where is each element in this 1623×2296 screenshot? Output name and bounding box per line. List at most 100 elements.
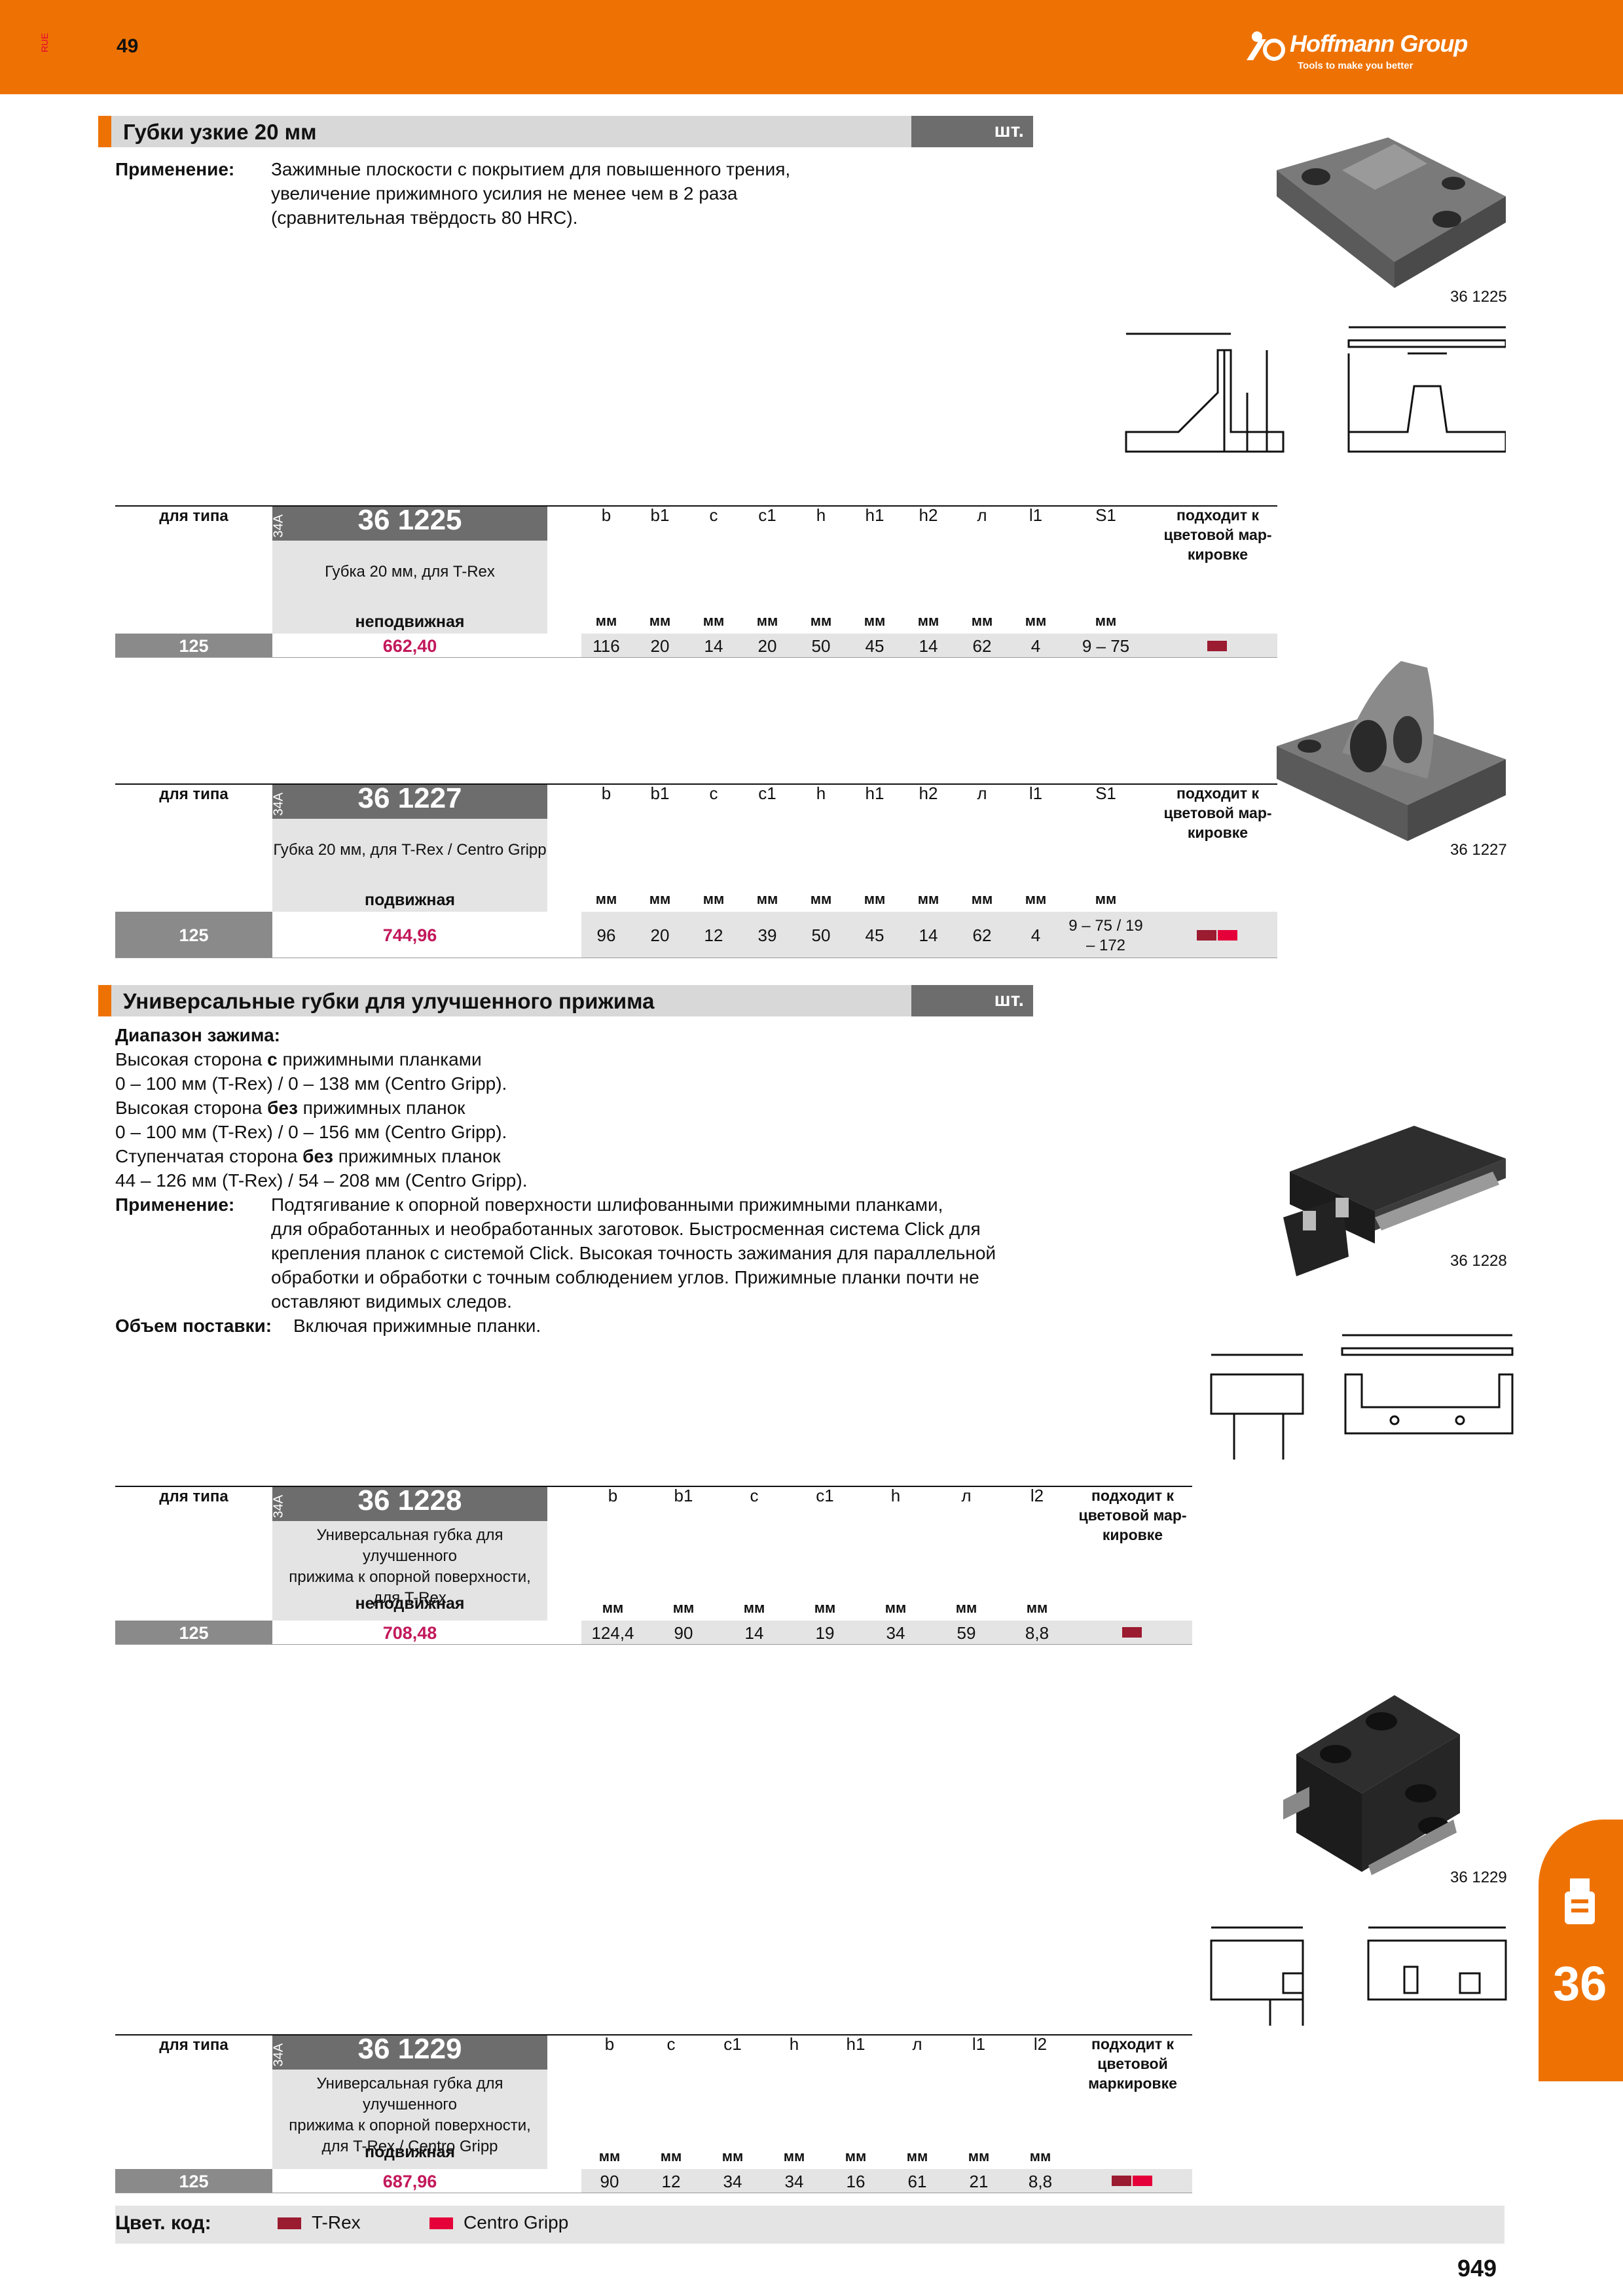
value-cell: 8,8	[1028, 2172, 1053, 2191]
value-cell: 90	[600, 2172, 619, 2191]
article-description: Универсальная губка для улучшенного приж…	[272, 1525, 547, 1609]
color-code-legend-bar	[115, 2206, 1504, 2244]
article-header	[272, 785, 547, 819]
values-row-bg	[581, 1621, 1192, 1644]
image-caption: 36 1228	[1450, 1252, 1507, 1270]
unit-cell: мм	[971, 613, 993, 629]
mobility-label: неподвижная	[355, 613, 465, 631]
pack-qty: 125	[179, 2172, 209, 2191]
value-cell: 96	[596, 925, 616, 945]
unit-cell: мм	[649, 891, 671, 907]
unit-cell: мм	[884, 1600, 907, 1616]
text-line: увеличение прижимного усилия не менее че…	[271, 183, 738, 204]
price: 687,96	[382, 2172, 437, 2191]
legend-swatch-trex	[278, 2217, 301, 2229]
unit-cell: мм	[814, 1600, 836, 1616]
unit-cell: мм	[595, 613, 617, 629]
text-line: 44 – 126 мм (T-Rex) / 54 – 208 мм (Centr…	[115, 1170, 528, 1191]
value-cell: 45	[865, 925, 884, 945]
unit-cell: мм	[955, 1600, 977, 1616]
unit-cell: мм	[598, 2148, 621, 2164]
col-head: л	[977, 505, 987, 525]
col-head: c	[666, 2034, 676, 2054]
col-head: b1	[674, 1486, 693, 1505]
text-line: оставляют видимых следов.	[271, 1291, 512, 1312]
clamping-range-block: Диапазон зажима: Высокая сторона с прижи…	[115, 1023, 527, 1193]
unit-cell: мм	[864, 891, 886, 907]
article-description: Губка 20 мм, для T-Rex / Centro Gripp	[273, 841, 547, 859]
value-cell: 14	[744, 1623, 764, 1643]
text-line: обработки и обработки с точным соблюдени…	[271, 1267, 979, 1287]
col-head: h	[890, 1486, 901, 1505]
page-header	[0, 0, 1623, 94]
value-cell: 45	[865, 636, 884, 656]
qty-bar	[115, 2169, 272, 2193]
value-cell: 16	[846, 2172, 866, 2191]
color-code-head: подходит к цветовой мар- кировке	[1159, 783, 1277, 842]
unit-cell: мм	[783, 2148, 805, 2164]
value-cell: 59	[957, 1623, 976, 1643]
unit-cell: мм	[1025, 891, 1047, 907]
text-line: для T-Rex	[373, 1589, 447, 1607]
header-page-code: 49	[117, 35, 139, 57]
col-head: h	[789, 2034, 799, 2054]
color-code-label: Цвет. код:	[115, 2212, 211, 2234]
color-swatch-trex	[1197, 930, 1216, 941]
text-line: прижима к опорной поверхности,	[289, 2117, 531, 2134]
value-cell: 4	[1030, 925, 1041, 945]
value-cell: 9 – 75	[1082, 636, 1130, 656]
text-line: 0 – 100 мм (T-Rex) / 0 – 156 мм (Centro …	[115, 1122, 507, 1142]
product-image-361229	[1283, 1695, 1460, 1875]
article-description-bg	[272, 541, 547, 634]
values-row-bg	[581, 634, 1277, 657]
section-accent	[98, 116, 111, 147]
qty-bar	[115, 1621, 272, 1644]
col-head: b	[601, 783, 611, 803]
logo-mark-icon	[1247, 31, 1285, 61]
hoffmann-logo: Hoffmann Group Tools to make you better	[1244, 26, 1519, 79]
col-head: b	[601, 505, 611, 525]
color-code-head: подходит к цветовой мар- кировке	[1074, 1486, 1192, 1545]
unit-cell: мм	[1026, 1600, 1048, 1616]
range-label: Диапазон зажима:	[115, 1025, 280, 1045]
technical-drawing-361229	[1210, 1926, 1507, 2026]
unit-label: шт.	[911, 985, 1033, 1016]
article-number: 36 1225	[357, 504, 462, 536]
col-head: c1	[758, 783, 776, 803]
col-head: l1	[972, 2034, 986, 2054]
article-number: 36 1229	[357, 2033, 462, 2065]
value-cell: 39	[757, 925, 777, 945]
col-head: l2	[1033, 2034, 1048, 2054]
application-text: Подтягивание к опорной поверхности шлифо…	[271, 1193, 996, 1314]
text-line: кировке	[1102, 1526, 1163, 1543]
product-image-361225	[1277, 137, 1506, 288]
unit-cell: мм	[864, 613, 886, 629]
col-head: л	[912, 2034, 922, 2054]
unit-cell: мм	[968, 2148, 990, 2164]
image-caption: 36 1227	[1450, 841, 1507, 859]
unit-cell: мм	[1095, 891, 1117, 907]
col-head: h1	[846, 2034, 866, 2054]
col-head: l1	[1029, 505, 1043, 525]
article-description: Универсальная губка для улучшенного приж…	[272, 2073, 547, 2157]
legend-centro-gripp-label: Centro Gripp	[464, 2212, 569, 2233]
value-cell: 12	[661, 2172, 681, 2191]
image-caption: 36 1225	[1450, 288, 1507, 306]
value-cell: 12	[704, 925, 723, 945]
col-head: b1	[650, 505, 670, 525]
text-line: кировке	[1187, 546, 1249, 563]
unit-cell: мм	[595, 891, 617, 907]
text-line: цветовой	[1097, 2055, 1168, 2072]
value-cell: 50	[811, 636, 831, 656]
chapter-number: 36	[1553, 1956, 1607, 2011]
chapter-tab[interactable]: 36	[1539, 1820, 1623, 2081]
application-label: Применение:	[115, 1194, 235, 1215]
text-line: Универсальная губка для улучшенного	[316, 1526, 503, 1565]
text-line: Подтягивание к опорной поверхности шлифо…	[271, 1194, 943, 1215]
logo-name: Hoffmann Group	[1290, 30, 1468, 57]
text-line: для обработанных и необработанных загото…	[271, 1219, 981, 1239]
for-type-label: для типа	[159, 2036, 228, 2054]
unit-cell: мм	[602, 1600, 624, 1616]
col-head: c	[750, 1486, 759, 1505]
value-cell: 4	[1030, 636, 1041, 656]
